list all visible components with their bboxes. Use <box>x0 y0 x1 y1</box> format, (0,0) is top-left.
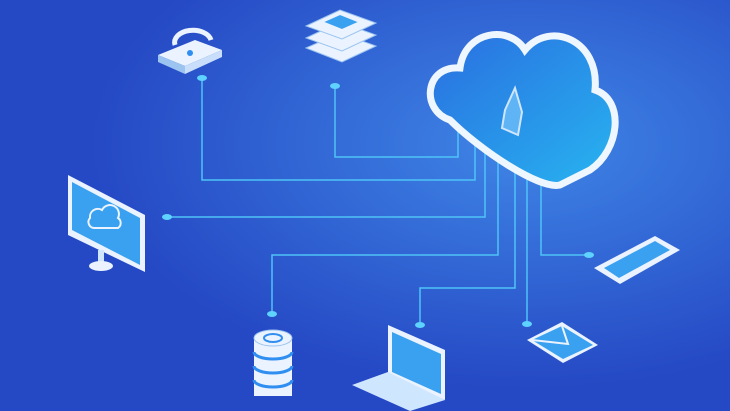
padlock-icon <box>158 27 222 74</box>
line-server <box>334 86 459 158</box>
line-monitor <box>167 150 486 218</box>
line-lock <box>201 78 476 181</box>
connector-lines <box>167 78 589 325</box>
monitor-icon <box>68 175 145 272</box>
line-database <box>271 155 499 314</box>
smartphone-icon <box>594 236 680 284</box>
node-dots <box>162 75 594 328</box>
database-icon <box>252 329 294 396</box>
line-laptop <box>419 160 516 325</box>
server-stack-icon <box>304 9 378 63</box>
laptop-icon <box>352 325 445 411</box>
line-phone <box>540 165 589 256</box>
cloud-icon <box>426 31 619 189</box>
envelope-icon <box>527 322 598 363</box>
